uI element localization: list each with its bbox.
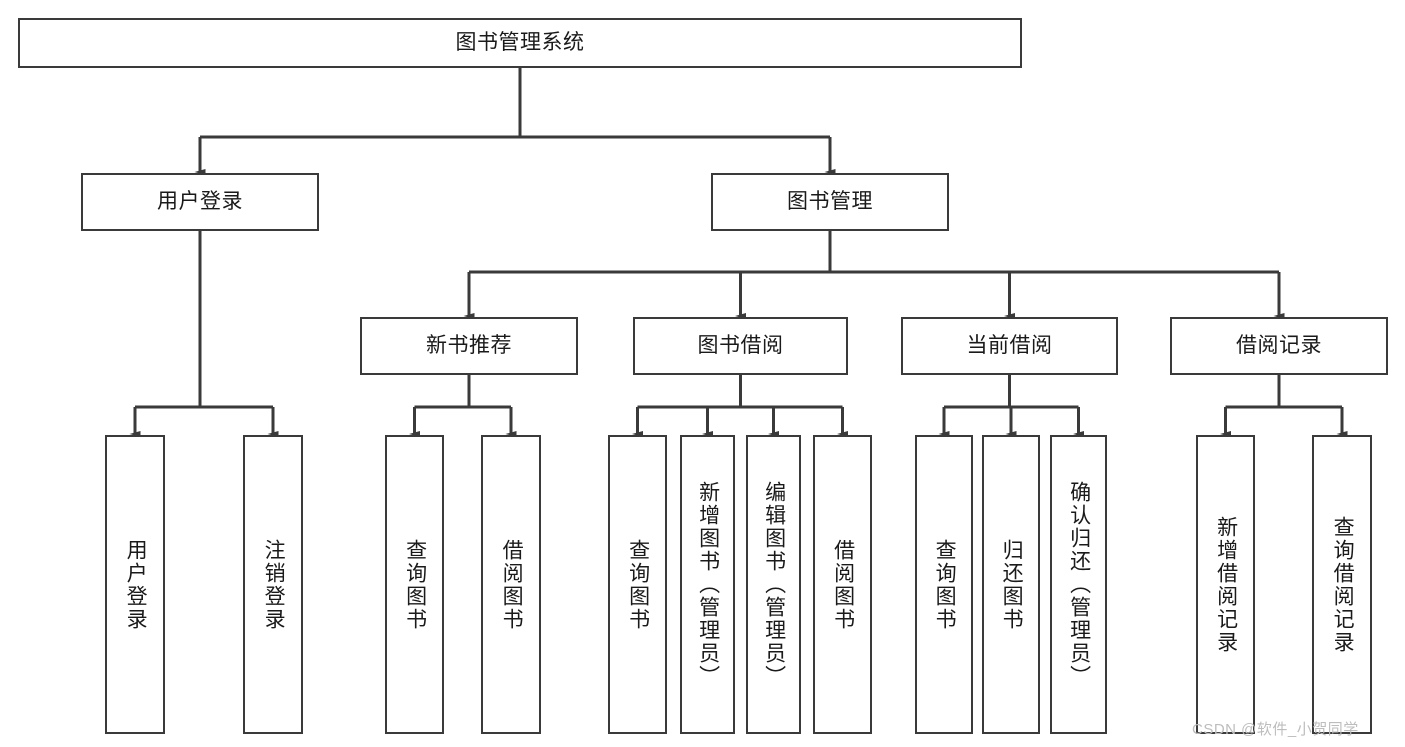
- node-root[interactable]: 图书管理系统: [18, 18, 1022, 68]
- node-leaf-return-book[interactable]: 归还图书: [982, 435, 1040, 734]
- node-leaf-query-book-2[interactable]: 查询图书: [608, 435, 667, 734]
- node-label: 图书管理系统: [455, 30, 585, 54]
- node-leaf-borrow-book-1[interactable]: 借阅图书: [481, 435, 541, 734]
- node-user-login[interactable]: 用户登录: [81, 173, 319, 231]
- node-leaf-query-book-3[interactable]: 查询图书: [915, 435, 973, 734]
- node-leaf-user-login[interactable]: 用户登录: [105, 435, 165, 734]
- node-leaf-add-book[interactable]: 新增图书（管理员）: [680, 435, 735, 734]
- node-label: 归还图书: [1000, 538, 1024, 631]
- node-leaf-query-book-1[interactable]: 查询图书: [385, 435, 444, 734]
- node-leaf-query-record[interactable]: 查询借阅记录: [1312, 435, 1372, 734]
- node-borrow-record[interactable]: 借阅记录: [1170, 317, 1388, 375]
- node-leaf-confirm-return[interactable]: 确认归还（管理员）: [1050, 435, 1107, 734]
- node-label: 注销登录: [262, 538, 286, 631]
- node-label: 借阅记录: [1236, 333, 1322, 357]
- node-leaf-user-logout[interactable]: 注销登录: [243, 435, 303, 734]
- node-label: 用户登录: [157, 189, 243, 213]
- node-book-borrow[interactable]: 图书借阅: [633, 317, 848, 375]
- csdn-watermark: CSDN @软件_小贺同学: [1192, 721, 1359, 738]
- node-label: 用户登录: [124, 538, 148, 631]
- node-label: 新书推荐: [426, 333, 512, 357]
- node-leaf-borrow-book-2[interactable]: 借阅图书: [813, 435, 872, 734]
- node-label: 编辑图书（管理员）: [762, 481, 786, 688]
- node-leaf-add-record[interactable]: 新增借阅记录: [1196, 435, 1255, 734]
- node-leaf-edit-book[interactable]: 编辑图书（管理员）: [746, 435, 801, 734]
- node-label: 查询借阅记录: [1331, 515, 1355, 654]
- node-label: 新增图书（管理员）: [696, 481, 720, 688]
- node-label: 新增借阅记录: [1214, 515, 1238, 654]
- node-label: 查询图书: [403, 538, 427, 631]
- node-label: 借阅图书: [500, 538, 524, 631]
- node-label: 借阅图书: [831, 538, 855, 631]
- node-current-borrow[interactable]: 当前借阅: [901, 317, 1118, 375]
- node-label: 图书借阅: [697, 333, 784, 357]
- node-label: 图书管理: [787, 189, 873, 213]
- node-label: 当前借阅: [966, 333, 1053, 357]
- node-label: 确认归还（管理员）: [1067, 481, 1091, 688]
- node-label: 查询图书: [933, 538, 957, 631]
- node-new-book-rec[interactable]: 新书推荐: [360, 317, 578, 375]
- node-label: 查询图书: [626, 538, 650, 631]
- node-book-manage[interactable]: 图书管理: [711, 173, 949, 231]
